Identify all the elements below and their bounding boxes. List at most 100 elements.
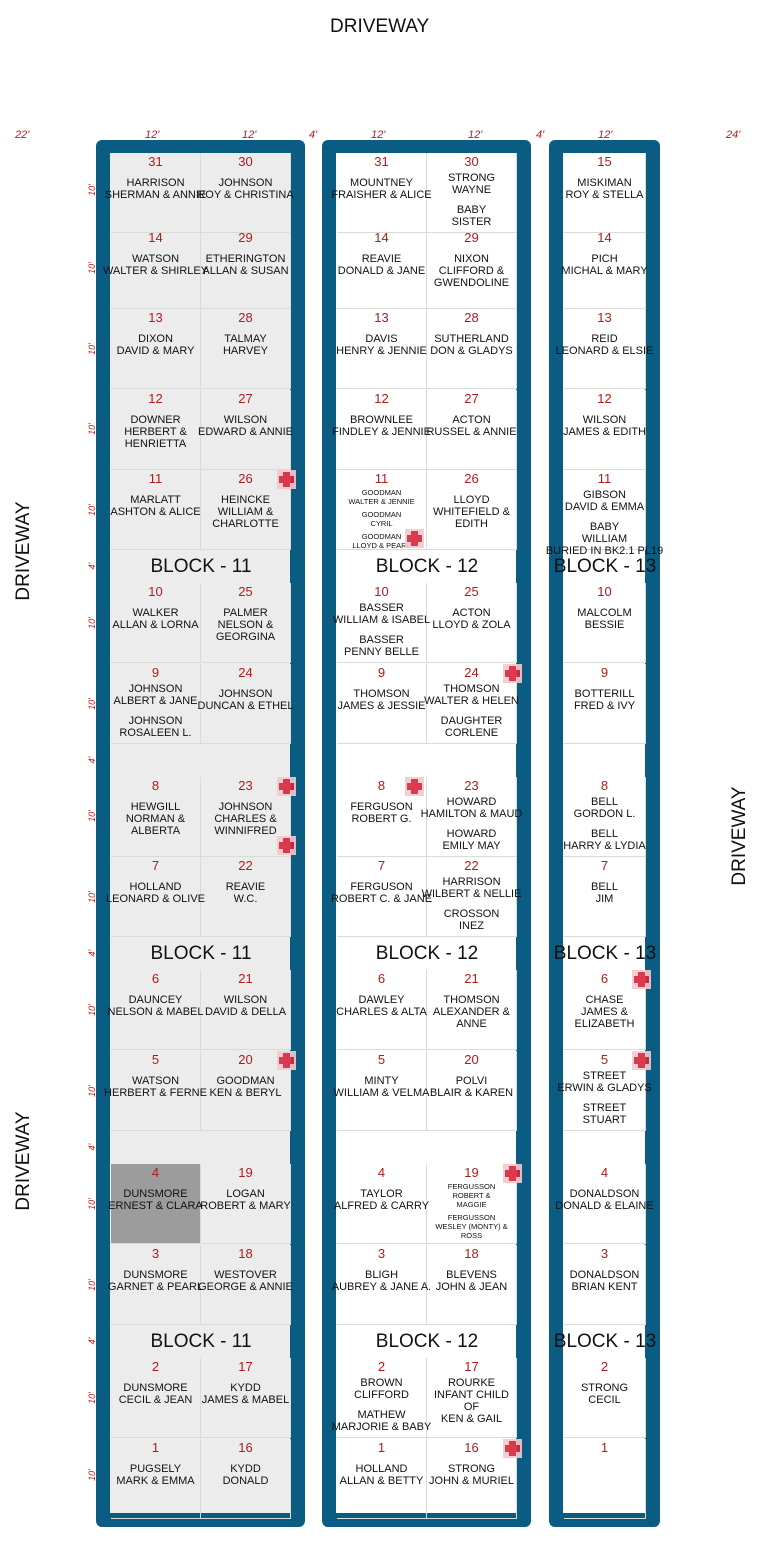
measure-row: 10'	[87, 503, 97, 516]
plot-number: 19	[238, 1165, 253, 1180]
name-line: DAVID & EMMA	[564, 501, 645, 513]
plot-number: 14	[374, 230, 389, 245]
name-line: NELSON & MABEL	[107, 1006, 204, 1018]
name-line: HARRY & LYDIA	[563, 840, 646, 852]
plot-number: 6	[151, 971, 160, 986]
name-line: WATSON	[131, 1075, 180, 1087]
name-line: LLOYD & PEARL	[352, 541, 411, 550]
name-line: HOWARD	[446, 796, 497, 808]
plot-number: 1	[377, 1440, 386, 1455]
cross-marker-icon	[405, 529, 424, 548]
plot-number: 13	[374, 310, 389, 325]
measure-row: 10'	[87, 1278, 97, 1291]
plot-cell[interactable]: 1	[564, 1439, 646, 1519]
plot-number: 29	[238, 230, 253, 245]
name-line: WINNIFRED	[214, 825, 277, 837]
plot-number: 22	[464, 858, 479, 873]
plot-number: 1	[600, 1440, 609, 1455]
name-line: BESSIE	[584, 619, 625, 631]
name-line: ROSS	[460, 1231, 483, 1240]
name-line: STREET	[582, 1102, 627, 1114]
name-line: GEORGINA	[215, 631, 276, 643]
